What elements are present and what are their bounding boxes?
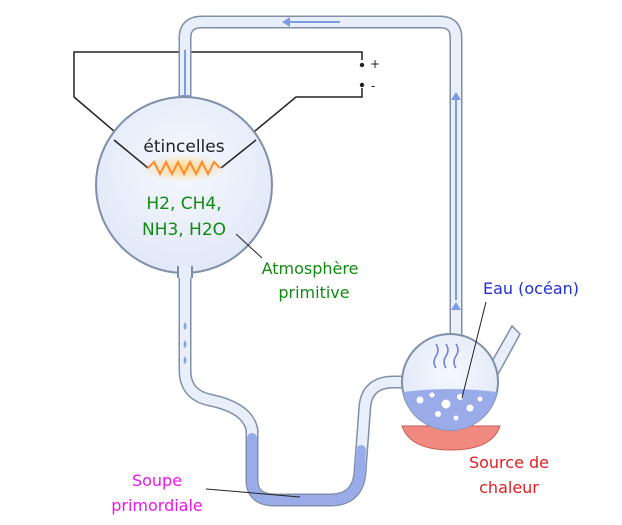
plus-terminal: + — [370, 57, 380, 71]
right-electrode-wire — [219, 88, 363, 161]
soup-label-line1: Soupe — [132, 471, 182, 490]
ocean-pointer — [461, 301, 487, 399]
electrode-wires — [73, 51, 363, 161]
atmosphere-label-line1: Atmosphère — [262, 259, 359, 278]
atmosphere-pointer — [235, 233, 263, 259]
spark-icon — [147, 159, 221, 177]
atmosphere-flask — [95, 96, 273, 278]
heat-label-line2: chaleur — [479, 478, 539, 497]
condensate-drops — [183, 322, 187, 364]
steam-icon — [433, 343, 459, 369]
ocean-flask — [401, 324, 521, 431]
ocean-water — [403, 389, 497, 431]
spark-glow — [142, 154, 226, 182]
left-arrow-icon — [282, 17, 290, 27]
up-arrow-icon-2 — [451, 302, 461, 310]
minus-terminal: - — [371, 79, 375, 93]
heat-label-line1: Source de — [469, 453, 549, 472]
sparks-label: étincelles — [143, 137, 224, 157]
electrode-terminals: + - — [359, 57, 380, 93]
left-electrode-wire — [73, 51, 363, 161]
gases-label-line1: H2, CH4, — [146, 194, 221, 214]
atmosphere-label-line2: primitive — [278, 283, 349, 302]
soup-pointer — [205, 488, 301, 498]
inner-electrodes — [113, 139, 257, 169]
gases-label-line2: NH3, H2O — [142, 220, 226, 240]
soup-label-line2: primordiale — [111, 496, 203, 515]
flow-arrows — [180, 17, 461, 310]
ocean-label: Eau (océan) — [483, 279, 579, 298]
primordial-soup-liquid — [247, 433, 366, 505]
heat-source — [401, 425, 501, 451]
up-arrow-icon — [451, 92, 461, 100]
